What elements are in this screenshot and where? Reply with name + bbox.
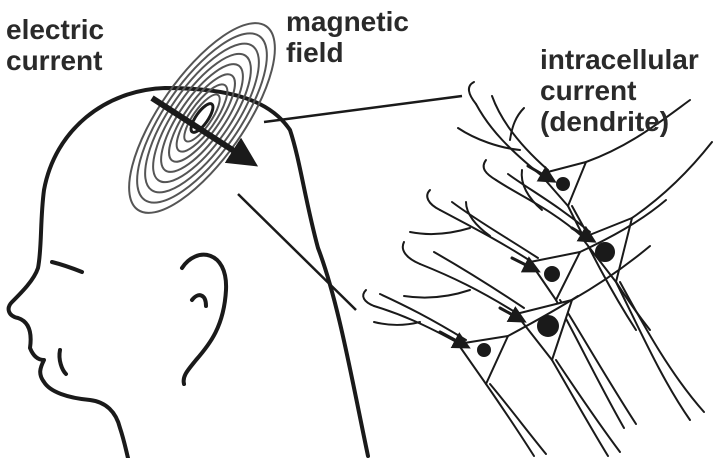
- neuron-4: [403, 242, 650, 456]
- pyramidal-neuron-icon: [363, 82, 712, 456]
- magnetic-field-rings-icon: [103, 2, 300, 234]
- intracellular-current-label-line-3: (dendrite): [540, 106, 699, 137]
- head-outline-icon: [9, 88, 368, 458]
- magnetic-field-label-line-1: magnetic: [286, 6, 409, 37]
- leader-lines: [238, 96, 462, 310]
- electric-current-label-line-2: current: [6, 45, 104, 76]
- electric-current-label: electric current: [6, 14, 104, 76]
- intracellular-current-label-line-1: intracellular: [540, 44, 699, 75]
- intracellular-current-label-line-2: current: [540, 75, 699, 106]
- neuron-5: [363, 290, 578, 456]
- intracellular-current-label: intracellular current (dendrite): [540, 44, 699, 137]
- magnetic-field-label: magnetic field: [286, 6, 409, 68]
- electric-current-label-line-1: electric: [6, 14, 104, 45]
- magnetic-field-label-line-2: field: [286, 37, 409, 68]
